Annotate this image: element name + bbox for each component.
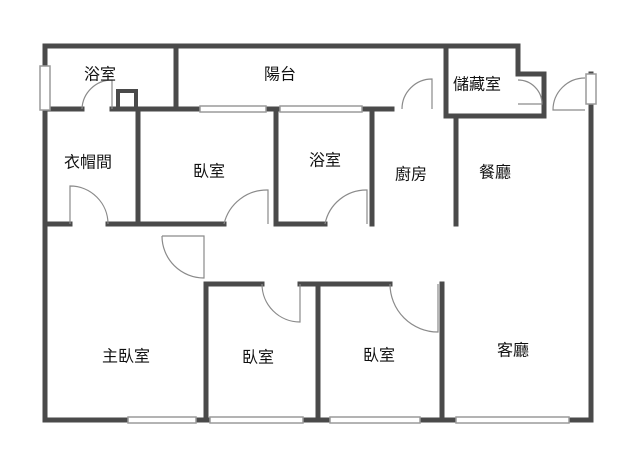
room-label-master-bedroom: 主臥室 <box>102 347 150 366</box>
door-bedroom-south-b <box>389 283 439 333</box>
door-entry <box>552 77 586 111</box>
room-label-kitchen: 廚房 <box>395 165 427 184</box>
door-bath-center <box>324 189 368 225</box>
room-label-bath-top-left: 浴室 <box>84 65 116 84</box>
door-bedroom-south-a <box>261 283 301 323</box>
door-bedroom-north <box>223 189 269 225</box>
room-label-living-room: 客廳 <box>497 341 529 360</box>
room-labels: 浴室 陽台 儲藏室 衣帽間 臥室 浴室 廚房 餐廳 主臥室 臥室 臥室 客廳 <box>64 65 529 367</box>
room-label-bedroom-north: 臥室 <box>193 162 225 181</box>
room-label-bedroom-south-a: 臥室 <box>242 348 274 367</box>
door-master-bedroom <box>161 235 205 279</box>
doors <box>69 77 586 333</box>
room-label-storage: 儲藏室 <box>453 75 501 94</box>
window-south-d <box>455 416 570 424</box>
door-balcony <box>401 78 433 110</box>
room-label-walk-in-closet: 衣帽間 <box>64 153 112 172</box>
duct-shaft <box>116 89 138 111</box>
door-closet <box>69 185 109 225</box>
window-balcony-a <box>199 105 267 113</box>
windows <box>39 65 597 424</box>
window-balcony-b <box>279 105 363 113</box>
room-label-bath-center: 浴室 <box>309 151 341 170</box>
room-label-balcony: 陽台 <box>264 65 296 84</box>
window-right <box>585 73 597 105</box>
room-label-dining: 餐廳 <box>479 163 511 182</box>
window-left-bath <box>39 65 51 111</box>
room-label-bedroom-south-b: 臥室 <box>363 346 395 365</box>
door-bath-top-left <box>81 79 113 110</box>
window-south-b <box>209 416 304 424</box>
door-storage <box>517 79 543 105</box>
window-south-c <box>329 416 421 424</box>
walls <box>42 43 594 423</box>
window-south-a <box>127 416 197 424</box>
